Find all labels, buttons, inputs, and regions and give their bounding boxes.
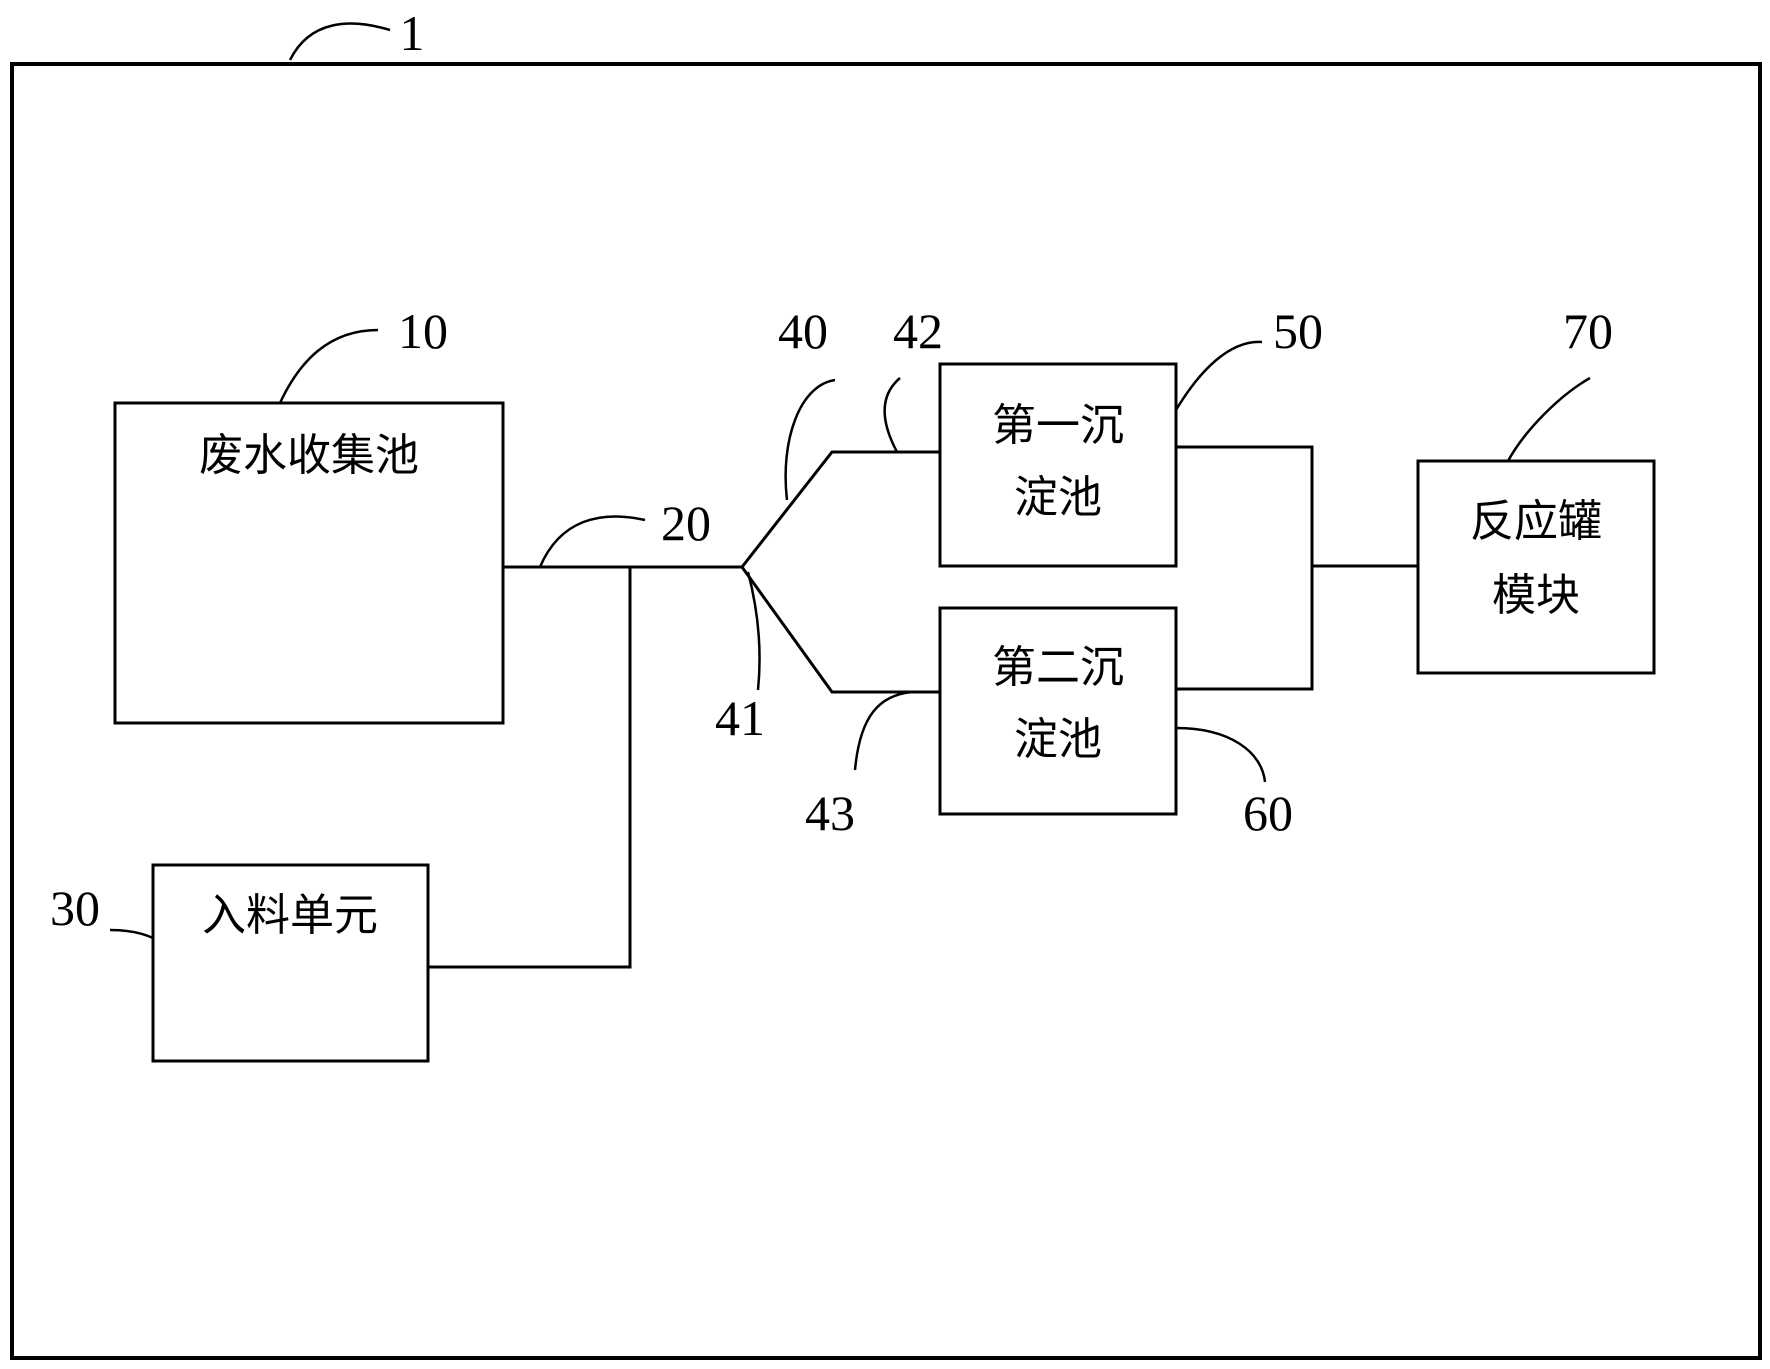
splitter-ref: 40 — [778, 303, 828, 359]
feed-unit-ref-leader — [109, 928, 154, 940]
second-settling-tank-block — [938, 606, 1178, 816]
first-tank-outlet-pipe — [1176, 445, 1314, 691]
lower-branch-pipe — [740, 566, 940, 694]
reactor-module-ref: 70 — [1563, 303, 1613, 359]
main-pipe-ref-leader — [538, 515, 646, 568]
splitter-ref-leader — [784, 378, 836, 501]
lower-branch-ref: 43 — [805, 785, 855, 841]
splitter-junction-ref: 41 — [715, 690, 765, 746]
first-settling-tank-block — [938, 362, 1178, 568]
wastewater-pool-label: 废水收集池 — [199, 430, 419, 481]
reactor-module-block — [1416, 459, 1656, 675]
reactor-module-label-line1: 反应罐 — [1470, 496, 1602, 547]
feed-unit-label: 入料单元 — [202, 890, 378, 941]
first-settling-tank-ref: 50 — [1273, 303, 1323, 359]
second-settling-tank-ref-leader — [1175, 726, 1267, 783]
wastewater-pool-ref: 10 — [398, 303, 448, 359]
wastewater-pool-block — [113, 401, 505, 725]
feed-pipe — [428, 567, 632, 969]
main-pipe-ref: 20 — [661, 495, 711, 551]
second-settling-tank-label-line2: 淀池 — [1014, 714, 1102, 765]
system-frame — [10, 62, 1762, 1360]
system-ref-leader — [288, 22, 391, 61]
lower-branch-ref-leader — [853, 690, 913, 771]
splitter-junction-ref-leader — [746, 571, 761, 691]
upper-branch-pipe — [740, 450, 940, 568]
wastewater-pool-ref-leader — [278, 328, 379, 404]
upper-branch-ref-leader — [883, 377, 901, 453]
second-settling-tank-ref: 60 — [1243, 785, 1293, 841]
first-settling-tank-ref-leader — [1174, 340, 1263, 411]
upper-branch-ref: 42 — [893, 303, 943, 359]
feed-unit-ref: 30 — [50, 880, 100, 936]
first-settling-tank-label-line1: 第一沉 — [992, 400, 1124, 451]
first-settling-tank-label-line2: 淀池 — [1014, 472, 1102, 523]
feed-unit-block — [151, 863, 430, 1063]
reactor-module-label-line2: 模块 — [1492, 570, 1580, 621]
second-settling-tank-label-line1: 第二沉 — [992, 642, 1124, 693]
reactor-module-ref-leader — [1506, 376, 1591, 462]
system-ref-label: 1 — [400, 5, 425, 61]
